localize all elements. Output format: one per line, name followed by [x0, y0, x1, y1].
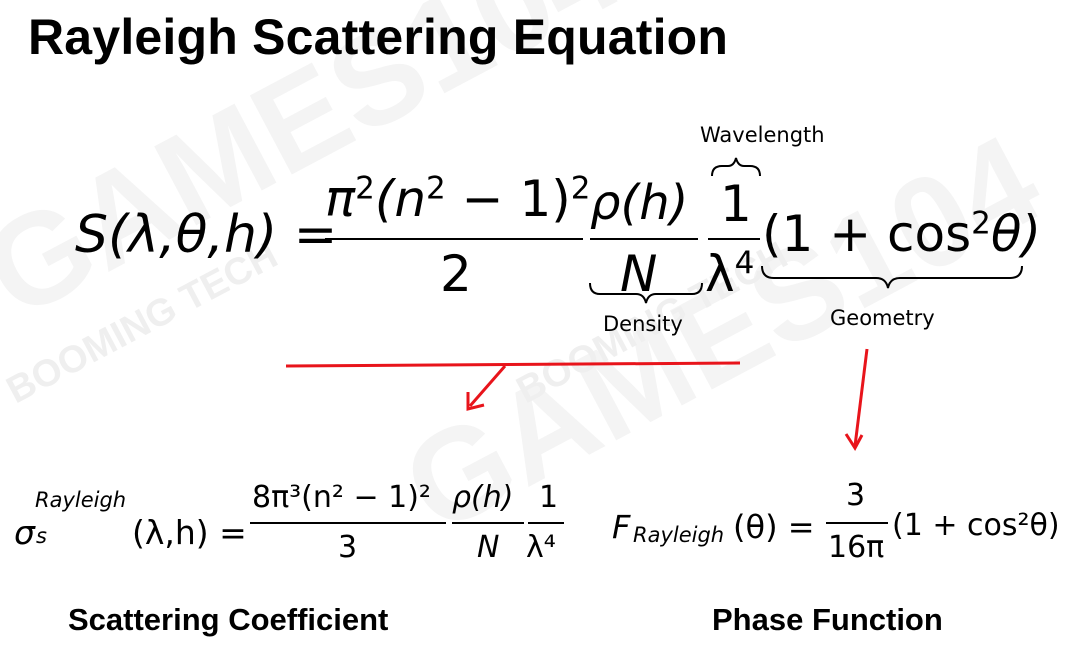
fraction2-bar: [590, 238, 698, 240]
main-equation-lhs: S(λ,θ,h) =: [75, 205, 337, 265]
fraction3-numerator: 1: [720, 175, 752, 233]
sigma-lhs: σ: [14, 513, 35, 552]
phase-tail: (1 + cos²θ): [892, 508, 1060, 543]
exponent: 2: [426, 170, 446, 207]
page-title: Rayleigh Scattering Equation: [28, 9, 729, 65]
coef-fraction1-denominator: 3: [338, 530, 358, 565]
lhs-text: S(λ,θ,h) =: [75, 205, 338, 265]
coef-fraction2-bar: [452, 522, 524, 524]
lambda: λ: [705, 245, 735, 303]
exponent: 4: [734, 245, 755, 282]
phase-function-caption: Phase Function: [712, 602, 943, 637]
fraction1-numerator: π2(n2 − 1)2: [325, 170, 591, 228]
sigma-args: (λ,h) =: [132, 513, 247, 552]
numerator-part: − 1): [445, 170, 571, 228]
coef-fraction3-bar: [528, 522, 564, 524]
coef-fraction3-numerator: 1: [539, 480, 559, 515]
sigma-symbol: σ: [14, 513, 35, 552]
exponent: 2: [971, 205, 991, 242]
phase-lhs-F: F: [612, 508, 631, 546]
coef-fraction3-denominator: λ⁴: [526, 530, 556, 565]
numerator-text: ρ(h): [590, 175, 689, 231]
wavelength-label: Wavelength: [700, 123, 825, 147]
geometry-term: (1 + cos2θ): [762, 205, 1041, 263]
phase-fraction-bar: [826, 522, 888, 524]
phase-lhs-subscript: Rayleigh: [633, 523, 725, 547]
fraction1-denominator: 2: [440, 245, 472, 303]
fraction2-denominator: N: [620, 245, 658, 303]
phase-fraction-denominator: 16π: [828, 530, 885, 565]
coef-fraction1-numerator: 8π³(n² − 1)²: [252, 480, 431, 515]
density-label: Density: [603, 312, 683, 336]
coef-fraction1-bar: [250, 522, 446, 524]
pi-symbol: π: [325, 170, 356, 228]
tail-end: θ): [990, 205, 1041, 263]
coef-fraction2-denominator: N: [477, 530, 500, 565]
exponent: 2: [570, 170, 591, 207]
scattering-coefficient-caption: Scattering Coefficient: [68, 602, 389, 637]
sigma-superscript: Rayleigh: [35, 488, 127, 512]
tail-text: (1 + cos: [762, 205, 972, 263]
arrowhead-phase: [844, 433, 864, 451]
wavelength-overbrace: [711, 157, 761, 177]
fraction2-numerator: ρ(h): [590, 175, 688, 231]
phase-fraction-numerator: 3: [846, 478, 866, 513]
fraction3-bar: [708, 238, 760, 240]
coef-fraction2-numerator: ρ(h): [452, 480, 513, 515]
fraction3-denominator: λ4: [705, 245, 754, 303]
geometry-label: Geometry: [830, 306, 935, 330]
exponent: 2: [355, 170, 375, 207]
numerator-text: ρ(h): [452, 480, 514, 515]
fraction1-bar: [325, 238, 583, 240]
arrow-to-phase: [853, 348, 869, 447]
sigma-subscript: s: [36, 524, 47, 548]
phase-lhs-args: (θ) =: [733, 508, 815, 546]
numerator-part: (n: [374, 170, 427, 228]
